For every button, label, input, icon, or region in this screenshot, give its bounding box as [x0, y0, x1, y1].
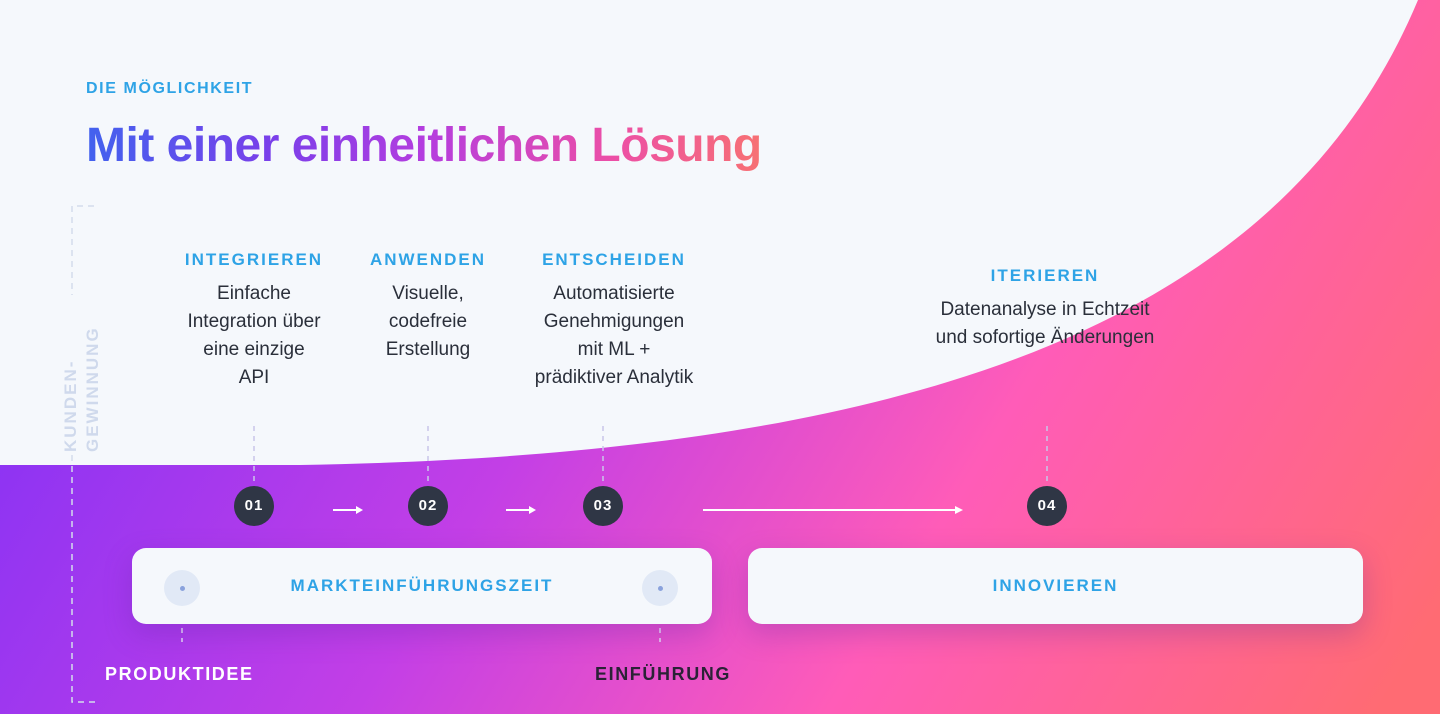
step-number-badge: 02 — [408, 486, 448, 526]
step-description-line: codefreie — [388, 311, 468, 332]
phase-innovate: INNOVIEREN — [748, 548, 1363, 624]
step-number-badge: 03 — [583, 486, 623, 526]
y-axis-label-line: GEWINNUNG — [83, 326, 102, 452]
phase-time-to-market: MARKTEINFÜHRUNGSZEIT — [132, 548, 712, 624]
step-description: Automatisierte Genehmigungen mit ML + pr… — [504, 280, 724, 392]
launch-marker-dot — [642, 570, 678, 606]
step-description-line: Automatisierte — [553, 283, 675, 304]
phase-label: MARKTEINFÜHRUNGSZEIT — [290, 576, 554, 595]
step-title: INTEGRIEREN — [184, 250, 324, 269]
step-number-badge: 01 — [234, 486, 274, 526]
step-description-line: Integration über — [187, 311, 321, 332]
step-number-badge: 04 — [1027, 486, 1067, 526]
step-description-line: prädiktiver Analytik — [534, 367, 694, 388]
flow-arrows — [333, 506, 963, 514]
y-axis-label: KUNDEN- GEWINNUNG — [60, 322, 120, 452]
page-title: Mit einer einheitlichen Lösung — [86, 119, 762, 172]
step-entscheiden: ENTSCHEIDEN Automatisierte Genehmigungen… — [504, 250, 724, 392]
step-description-line: Erstellung — [385, 339, 471, 360]
milestone-launch: EINFÜHRUNG — [595, 664, 731, 684]
step-integrieren: INTEGRIEREN Einfache Integration über ei… — [154, 250, 354, 392]
y-axis-label-line: KUNDEN- — [61, 359, 80, 452]
start-marker-dot — [164, 570, 200, 606]
step-title: ENTSCHEIDEN — [542, 250, 686, 269]
step-title: ITERIEREN — [990, 266, 1100, 285]
phase-label: INNOVIEREN — [992, 576, 1119, 595]
step-description-line: eine einzige — [203, 339, 305, 360]
step-description-line: Datenanalyse in Echtzeit — [940, 299, 1150, 320]
step-anwenden: ANWENDEN Visuelle, codefreie Erstellung — [348, 250, 508, 364]
step-description-line: und sofortige Änderungen — [935, 327, 1155, 348]
step-title: ANWENDEN — [369, 250, 487, 269]
step-description-line: API — [238, 367, 270, 388]
milestone-product-idea: PRODUKTIDEE — [105, 664, 254, 684]
axis-bracket — [71, 205, 96, 703]
section-label: DIE MÖGLICHKEIT — [86, 80, 254, 97]
step-description: Datenanalyse in Echtzeit und sofortige Ä… — [900, 296, 1190, 352]
step-description-line: Visuelle, — [392, 283, 464, 304]
step-description-line: Einfache — [217, 283, 291, 304]
step-description-line: mit ML + — [577, 339, 651, 360]
step-description-line: Genehmigungen — [543, 311, 685, 332]
step-description: Einfache Integration über eine einzige A… — [154, 280, 354, 392]
step-description: Visuelle, codefreie Erstellung — [348, 280, 508, 364]
step-iterieren: ITERIEREN Datenanalyse in Echtzeit und s… — [900, 266, 1190, 352]
